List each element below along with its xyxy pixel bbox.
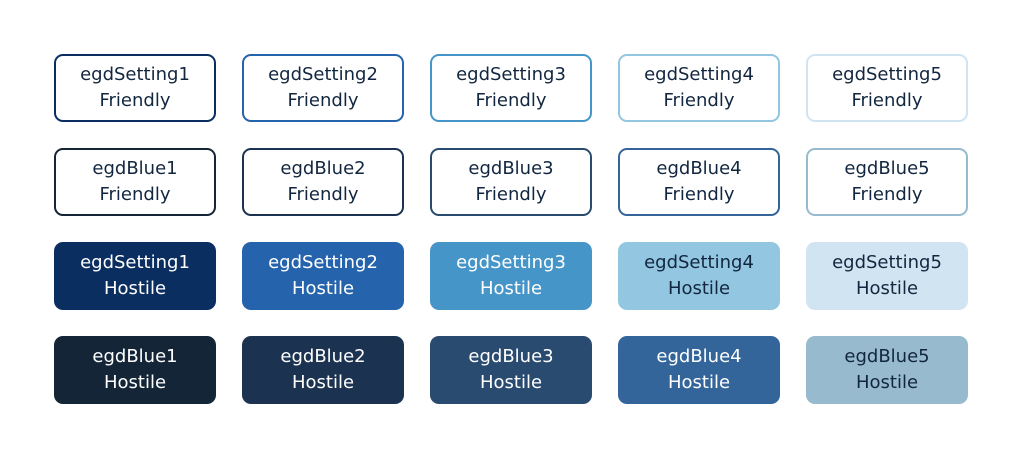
swatch-label: egdBlue3 Hostile: [468, 346, 554, 393]
swatch-label: egdBlue2 Hostile: [280, 346, 366, 393]
swatch-label: egdSetting2 Hostile: [268, 252, 378, 299]
swatch-label: egdSetting5 Friendly: [832, 64, 942, 111]
swatch-egdsetting4-friendly: egdSetting4 Friendly: [618, 54, 780, 122]
swatch-label: egdSetting1 Friendly: [80, 64, 190, 111]
swatch-egdsetting4-hostile: egdSetting4 Hostile: [618, 242, 780, 310]
swatch-label: egdBlue4 Friendly: [656, 158, 742, 205]
swatch-grid: egdSetting1 Friendly egdSetting2 Friendly…: [54, 54, 968, 404]
swatch-egdsetting2-hostile: egdSetting2 Hostile: [242, 242, 404, 310]
swatch-label: egdSetting4 Hostile: [644, 252, 754, 299]
swatch-egdsetting3-hostile: egdSetting3 Hostile: [430, 242, 592, 310]
swatch-egdsetting2-friendly: egdSetting2 Friendly: [242, 54, 404, 122]
swatch-label: egdBlue5 Hostile: [844, 346, 930, 393]
swatch-egdblue5-hostile: egdBlue5 Hostile: [806, 336, 968, 404]
swatch-egdblue4-friendly: egdBlue4 Friendly: [618, 148, 780, 216]
swatch-egdblue3-hostile: egdBlue3 Hostile: [430, 336, 592, 404]
swatch-egdblue2-hostile: egdBlue2 Hostile: [242, 336, 404, 404]
swatch-label: egdSetting1 Hostile: [80, 252, 190, 299]
swatch-label: egdBlue2 Friendly: [280, 158, 366, 205]
swatch-label: egdSetting4 Friendly: [644, 64, 754, 111]
swatch-label: egdBlue3 Friendly: [468, 158, 554, 205]
swatch-label: egdBlue1 Friendly: [92, 158, 178, 205]
swatch-egdblue1-friendly: egdBlue1 Friendly: [54, 148, 216, 216]
swatch-egdsetting1-hostile: egdSetting1 Hostile: [54, 242, 216, 310]
swatch-label: egdSetting3 Friendly: [456, 64, 566, 111]
swatch-label: egdSetting3 Hostile: [456, 252, 566, 299]
swatch-egdblue5-friendly: egdBlue5 Friendly: [806, 148, 968, 216]
swatch-egdsetting1-friendly: egdSetting1 Friendly: [54, 54, 216, 122]
swatch-label: egdBlue5 Friendly: [844, 158, 930, 205]
swatch-egdsetting3-friendly: egdSetting3 Friendly: [430, 54, 592, 122]
swatch-egdblue1-hostile: egdBlue1 Hostile: [54, 336, 216, 404]
swatch-label: egdBlue1 Hostile: [92, 346, 178, 393]
swatch-label: egdSetting5 Hostile: [832, 252, 942, 299]
swatch-egdblue2-friendly: egdBlue2 Friendly: [242, 148, 404, 216]
swatch-egdblue3-friendly: egdBlue3 Friendly: [430, 148, 592, 216]
swatch-label: egdSetting2 Friendly: [268, 64, 378, 111]
swatch-egdsetting5-hostile: egdSetting5 Hostile: [806, 242, 968, 310]
swatch-label: egdBlue4 Hostile: [656, 346, 742, 393]
swatch-egdsetting5-friendly: egdSetting5 Friendly: [806, 54, 968, 122]
swatch-egdblue4-hostile: egdBlue4 Hostile: [618, 336, 780, 404]
